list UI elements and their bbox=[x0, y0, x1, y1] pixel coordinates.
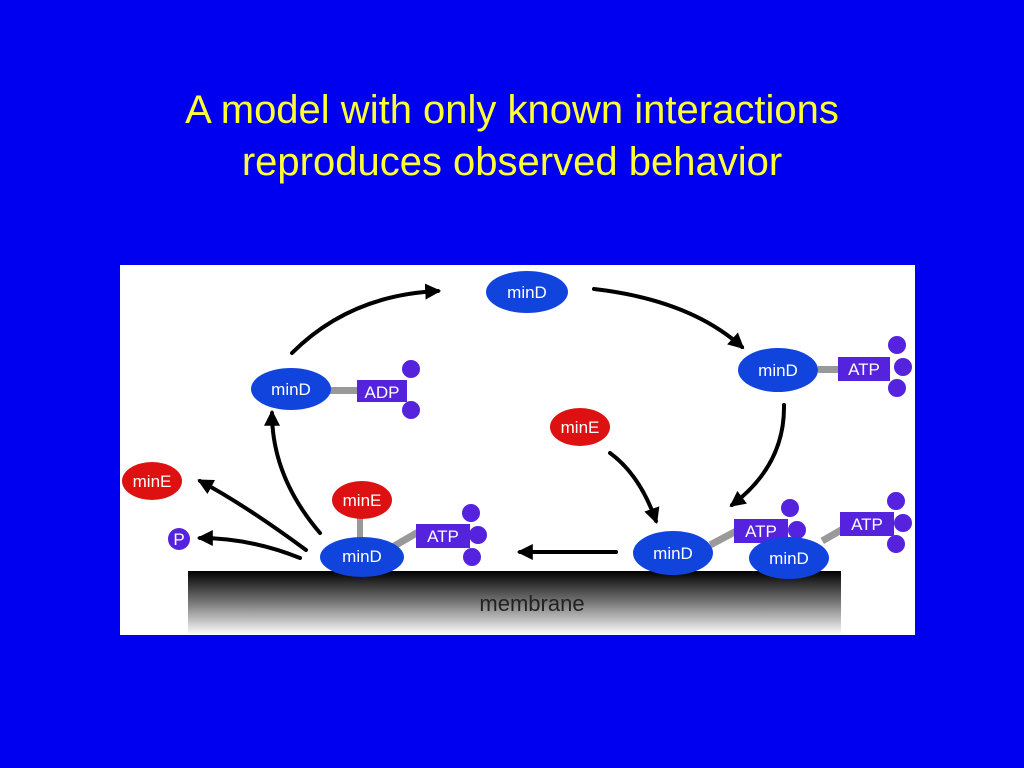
atp-complex-phosphate-2 bbox=[469, 526, 487, 544]
arrow-mine-binding bbox=[608, 451, 660, 525]
mind-mine-cycle-figure: membrane minD minD ADP minD AT bbox=[120, 265, 915, 635]
mind-complex bbox=[320, 537, 404, 577]
adp-phosphate-2 bbox=[402, 401, 420, 419]
arrow-release-mind bbox=[264, 409, 322, 535]
cycle-diagram: membrane minD minD ADP minD AT bbox=[122, 271, 912, 635]
mind-membrane-2 bbox=[749, 537, 829, 579]
mind-membrane-2-label: minD bbox=[769, 549, 809, 568]
atp-mem1-phosphate-2 bbox=[788, 521, 806, 539]
mind-membrane-1-label: minD bbox=[653, 544, 693, 563]
atp-box-complex bbox=[416, 524, 470, 548]
phosphate-label: P bbox=[173, 530, 184, 549]
mind-free-label: minD bbox=[507, 283, 547, 302]
atp-box-right bbox=[838, 357, 890, 381]
atp-right-phosphate-3 bbox=[888, 379, 906, 397]
atp-complex-phosphate-3 bbox=[463, 548, 481, 566]
mine-released bbox=[122, 462, 182, 500]
complex-atp-linker bbox=[390, 526, 424, 550]
mine-free-label: minE bbox=[561, 418, 600, 437]
adp-label: ADP bbox=[365, 383, 400, 402]
mind-atp-cytosol bbox=[738, 348, 818, 392]
membrane bbox=[188, 571, 841, 635]
mind-adp bbox=[251, 368, 331, 410]
atp-mem1-phosphate-1 bbox=[781, 499, 799, 517]
mind-membrane-1 bbox=[633, 531, 713, 575]
atp-right-phosphate-1 bbox=[888, 336, 906, 354]
atp-right-phosphate-2 bbox=[894, 358, 912, 376]
arrow-to-membrane-mind bbox=[729, 403, 787, 507]
atp-right-label: ATP bbox=[848, 360, 880, 379]
adp-box bbox=[357, 380, 407, 402]
arrow-release-mine bbox=[197, 479, 308, 552]
mind-free bbox=[486, 271, 568, 313]
title-line-2: reproduces observed behavior bbox=[241, 140, 783, 184]
atp-membrane-2-label: ATP bbox=[851, 515, 883, 534]
arrow-to-free-mind bbox=[290, 283, 442, 355]
membrane-label: membrane bbox=[479, 591, 584, 616]
atp-linker-right bbox=[818, 366, 840, 373]
atp-mem2-phosphate-2 bbox=[894, 514, 912, 532]
atp-mem2-phosphate-1 bbox=[887, 492, 905, 510]
mine-released-label: minE bbox=[133, 472, 172, 491]
mind-atp-cytosol-label: minD bbox=[758, 361, 798, 380]
adp-linker bbox=[328, 387, 358, 394]
mine-complex bbox=[332, 481, 392, 519]
adp-phosphate-1 bbox=[402, 360, 420, 378]
atp-complex-label: ATP bbox=[427, 527, 459, 546]
slide-title: A model with only known interactions rep… bbox=[0, 84, 1024, 188]
phosphate-released bbox=[168, 528, 190, 550]
atp-complex-phosphate-1 bbox=[462, 504, 480, 522]
mind-adp-label: minD bbox=[271, 380, 311, 399]
mine-free bbox=[550, 408, 610, 446]
mine-mind-linker bbox=[357, 513, 363, 543]
arrow-to-mind-atp bbox=[592, 287, 745, 350]
atp-box-membrane-2 bbox=[840, 512, 894, 536]
atp-membrane-1-label: ATP bbox=[745, 522, 777, 541]
arrow-release-phosphate bbox=[196, 530, 302, 560]
mine-complex-label: minE bbox=[343, 491, 382, 510]
atp-mem2-phosphate-3 bbox=[887, 535, 905, 553]
title-line-1: A model with only known interactions bbox=[185, 88, 839, 132]
mind-complex-label: minD bbox=[342, 547, 382, 566]
